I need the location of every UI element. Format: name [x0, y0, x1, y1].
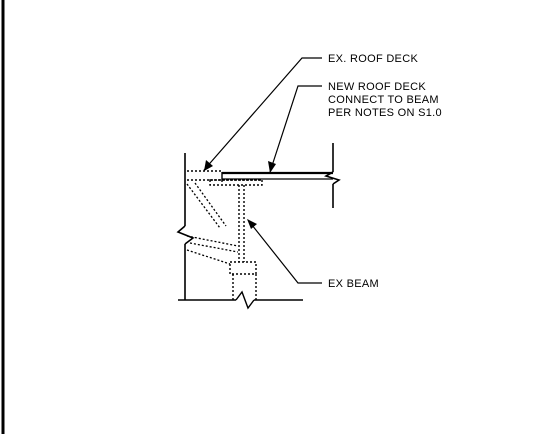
- leader-ex-roof-deck: [203, 57, 322, 171]
- label-new-roof-deck-line3: PER NOTES ON S1.0: [328, 107, 442, 119]
- floor-line: [178, 290, 303, 310]
- label-ex-roof-deck: EX. ROOF DECK: [328, 53, 418, 65]
- label-new-roof-deck-line1: NEW ROOF DECK: [328, 81, 426, 93]
- existing-beam: [209, 179, 263, 300]
- existing-roof-deck: [187, 170, 262, 181]
- arrowhead-new-roof-deck: [268, 161, 276, 173]
- leader-new-roof-deck: [269, 85, 322, 173]
- label-ex-beam: EX BEAM: [328, 278, 379, 290]
- leader-ex-beam: [247, 219, 322, 284]
- arrowhead-ex-beam: [247, 219, 257, 229]
- right-wall: [323, 143, 341, 208]
- label-new-roof-deck-line2: CONNECT TO BEAM: [328, 94, 439, 106]
- left-wall: [176, 153, 195, 300]
- existing-sloped-framing: [186, 182, 239, 265]
- arrowhead-ex-roof-deck: [204, 160, 213, 171]
